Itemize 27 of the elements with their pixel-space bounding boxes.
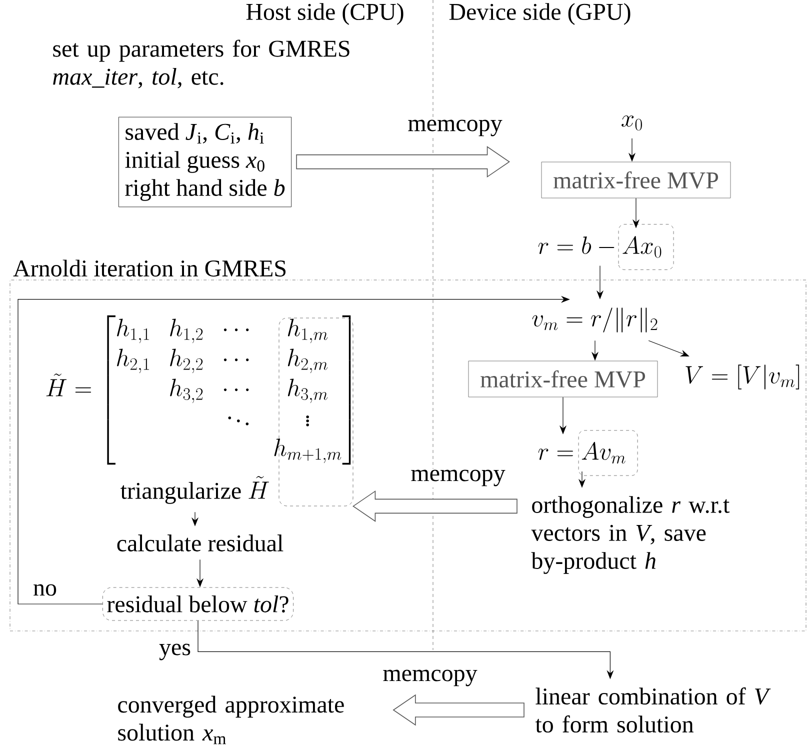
block-arrow xyxy=(352,490,518,522)
block-arrow xyxy=(392,694,524,726)
formula: $r = Av_m$ xyxy=(538,442,626,464)
vector-label: $x_0$ xyxy=(622,116,642,130)
result-text: converged approximate solution x$_{m}$ xyxy=(118,696,344,744)
step-text: linear combination of V to form solution xyxy=(535,687,771,733)
formula: $r = b - Ax_0$ xyxy=(538,236,662,258)
edge-label: no xyxy=(32,583,58,597)
heading-text: Host side (CPU) xyxy=(246,3,404,25)
note-text: set up parameters for GMRES max_iter, tol, etc. xyxy=(53,40,350,88)
process-box: matrix-free MVP xyxy=(541,162,731,198)
data-box: saved J$_{i}$, C$_{i}$, h$_{i}$ initial guess x$_{0}$ right hand side b xyxy=(118,116,292,208)
decision-box: residual below tol? xyxy=(102,587,294,621)
heading-text: Device side (GPU) xyxy=(449,3,630,25)
block-arrow xyxy=(296,146,510,178)
edge-label: memcopy xyxy=(382,668,478,688)
process-box: matrix-free MVP xyxy=(468,360,658,398)
edge-label: memcopy xyxy=(406,118,504,138)
edge-label: memcopy xyxy=(410,468,506,488)
formula: $V = [V|v_m]$ xyxy=(686,364,800,390)
step-text: $\text{triangularize } \tilde{H}$ xyxy=(120,476,269,504)
formula: $v_m = r/\|r\|_2$ xyxy=(532,308,658,332)
node-label: Arnoldi iteration in GMRES xyxy=(13,260,286,277)
edge-label: yes xyxy=(158,642,192,662)
step-text: calculate residual xyxy=(117,534,284,552)
matrix-formula: $\tilde{H} = \begin{bmatrix} h_{1,1} & h_{1,2} & \cdots & h_{1,m} \\ h_{2,1} & h_{2,2} & \cdots & h_{2,m} \\ & h_{3,2} & \cdots & h_{3,m} \\ & & \ddots & \vdots \\ & & & h_{m+1,m} \end{bmatrix}$ xyxy=(46,315,351,465)
step-text: orthogonalize r w.r.t vectors in V, save by-product h xyxy=(531,496,730,574)
